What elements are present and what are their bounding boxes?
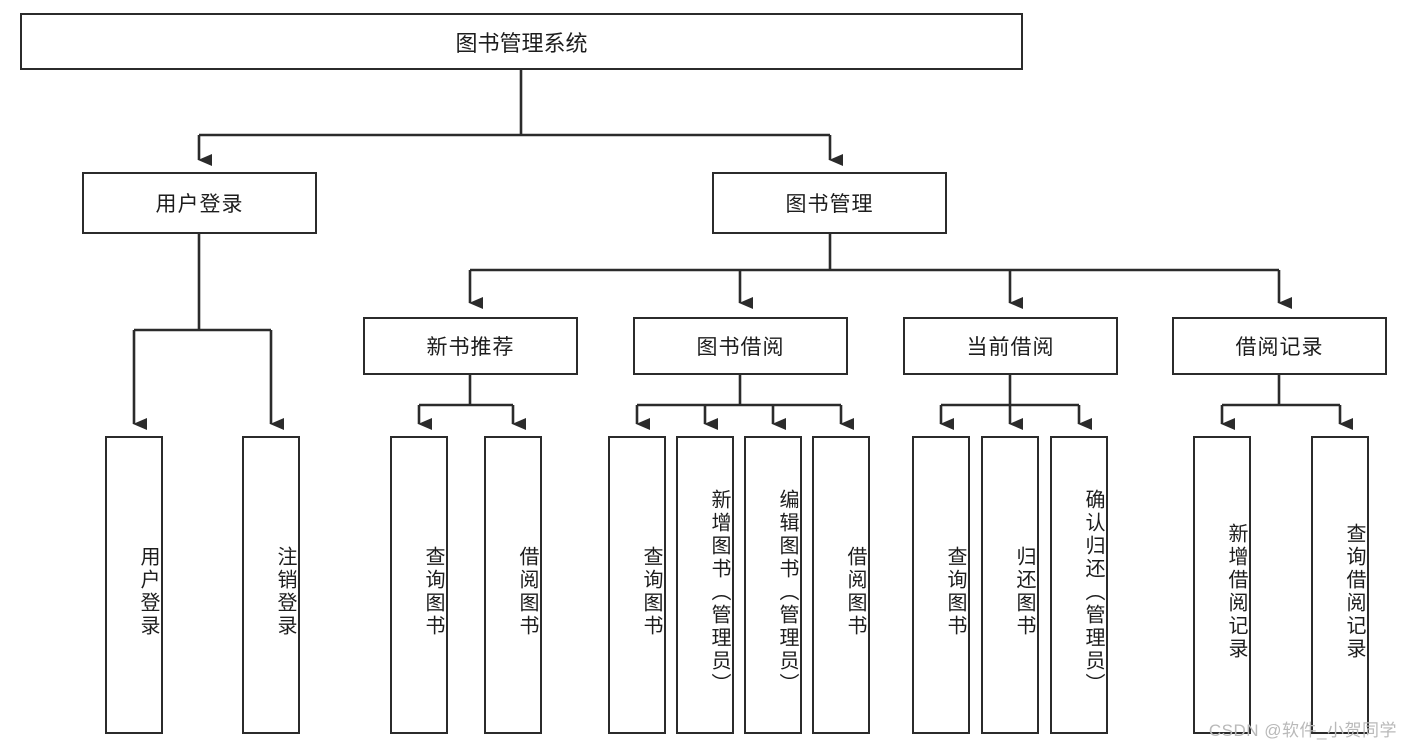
node-label: 查询图书 [422, 546, 444, 638]
node-label: 新书推荐 [426, 336, 515, 359]
node-label: 借阅图书 [516, 546, 538, 638]
node-label: 借阅记录 [1235, 336, 1324, 359]
node-label: 确认归还（管理员） [1082, 488, 1104, 696]
node-label: 图书管理系统 [455, 30, 588, 56]
node-label: 归还图书 [1013, 546, 1035, 638]
csdn-watermark: CSDN @软件_小贺同学 [1208, 721, 1397, 740]
node-label: 当前借阅 [966, 336, 1055, 359]
node-label: 注销登录 [274, 546, 296, 638]
node-root-system[interactable]: 图书管理系统 [20, 13, 1023, 70]
node-label: 编辑图书（管理员） [776, 488, 798, 696]
node-label: 查询图书 [640, 546, 662, 638]
leaf-borrow-book[interactable]: 借阅图书 [812, 436, 870, 734]
leaf-query-book-borrow[interactable]: 查询图书 [608, 436, 666, 734]
node-label: 新增图书（管理员） [708, 488, 730, 696]
leaf-logout[interactable]: 注销登录 [242, 436, 300, 734]
node-current-borrow[interactable]: 当前借阅 [903, 317, 1118, 375]
node-book-borrow[interactable]: 图书借阅 [633, 317, 848, 375]
node-book-management[interactable]: 图书管理 [712, 172, 947, 234]
node-label: 用户登录 [155, 193, 244, 216]
node-label: 图书借阅 [696, 336, 785, 359]
node-label: 借阅图书 [844, 546, 866, 638]
node-label: 用户登录 [137, 546, 159, 638]
leaf-edit-book-admin[interactable]: 编辑图书（管理员） [744, 436, 802, 734]
node-user-login[interactable]: 用户登录 [82, 172, 317, 234]
leaf-add-book-admin[interactable]: 新增图书（管理员） [676, 436, 734, 734]
node-new-book-recommend[interactable]: 新书推荐 [363, 317, 578, 375]
leaf-confirm-return-admin[interactable]: 确认归还（管理员） [1050, 436, 1108, 734]
leaf-query-book-recommend[interactable]: 查询图书 [390, 436, 448, 734]
leaf-return-book[interactable]: 归还图书 [981, 436, 1039, 734]
node-label: 图书管理 [785, 193, 874, 216]
node-label: 查询借阅记录 [1343, 523, 1365, 661]
leaf-query-book-current[interactable]: 查询图书 [912, 436, 970, 734]
leaf-query-borrow-record[interactable]: 查询借阅记录 [1311, 436, 1369, 734]
leaf-user-login[interactable]: 用户登录 [105, 436, 163, 734]
node-label: 新增借阅记录 [1225, 523, 1247, 661]
leaf-add-borrow-record[interactable]: 新增借阅记录 [1193, 436, 1251, 734]
node-borrow-records[interactable]: 借阅记录 [1172, 317, 1387, 375]
node-label: 查询图书 [944, 546, 966, 638]
leaf-borrow-book-recommend[interactable]: 借阅图书 [484, 436, 542, 734]
